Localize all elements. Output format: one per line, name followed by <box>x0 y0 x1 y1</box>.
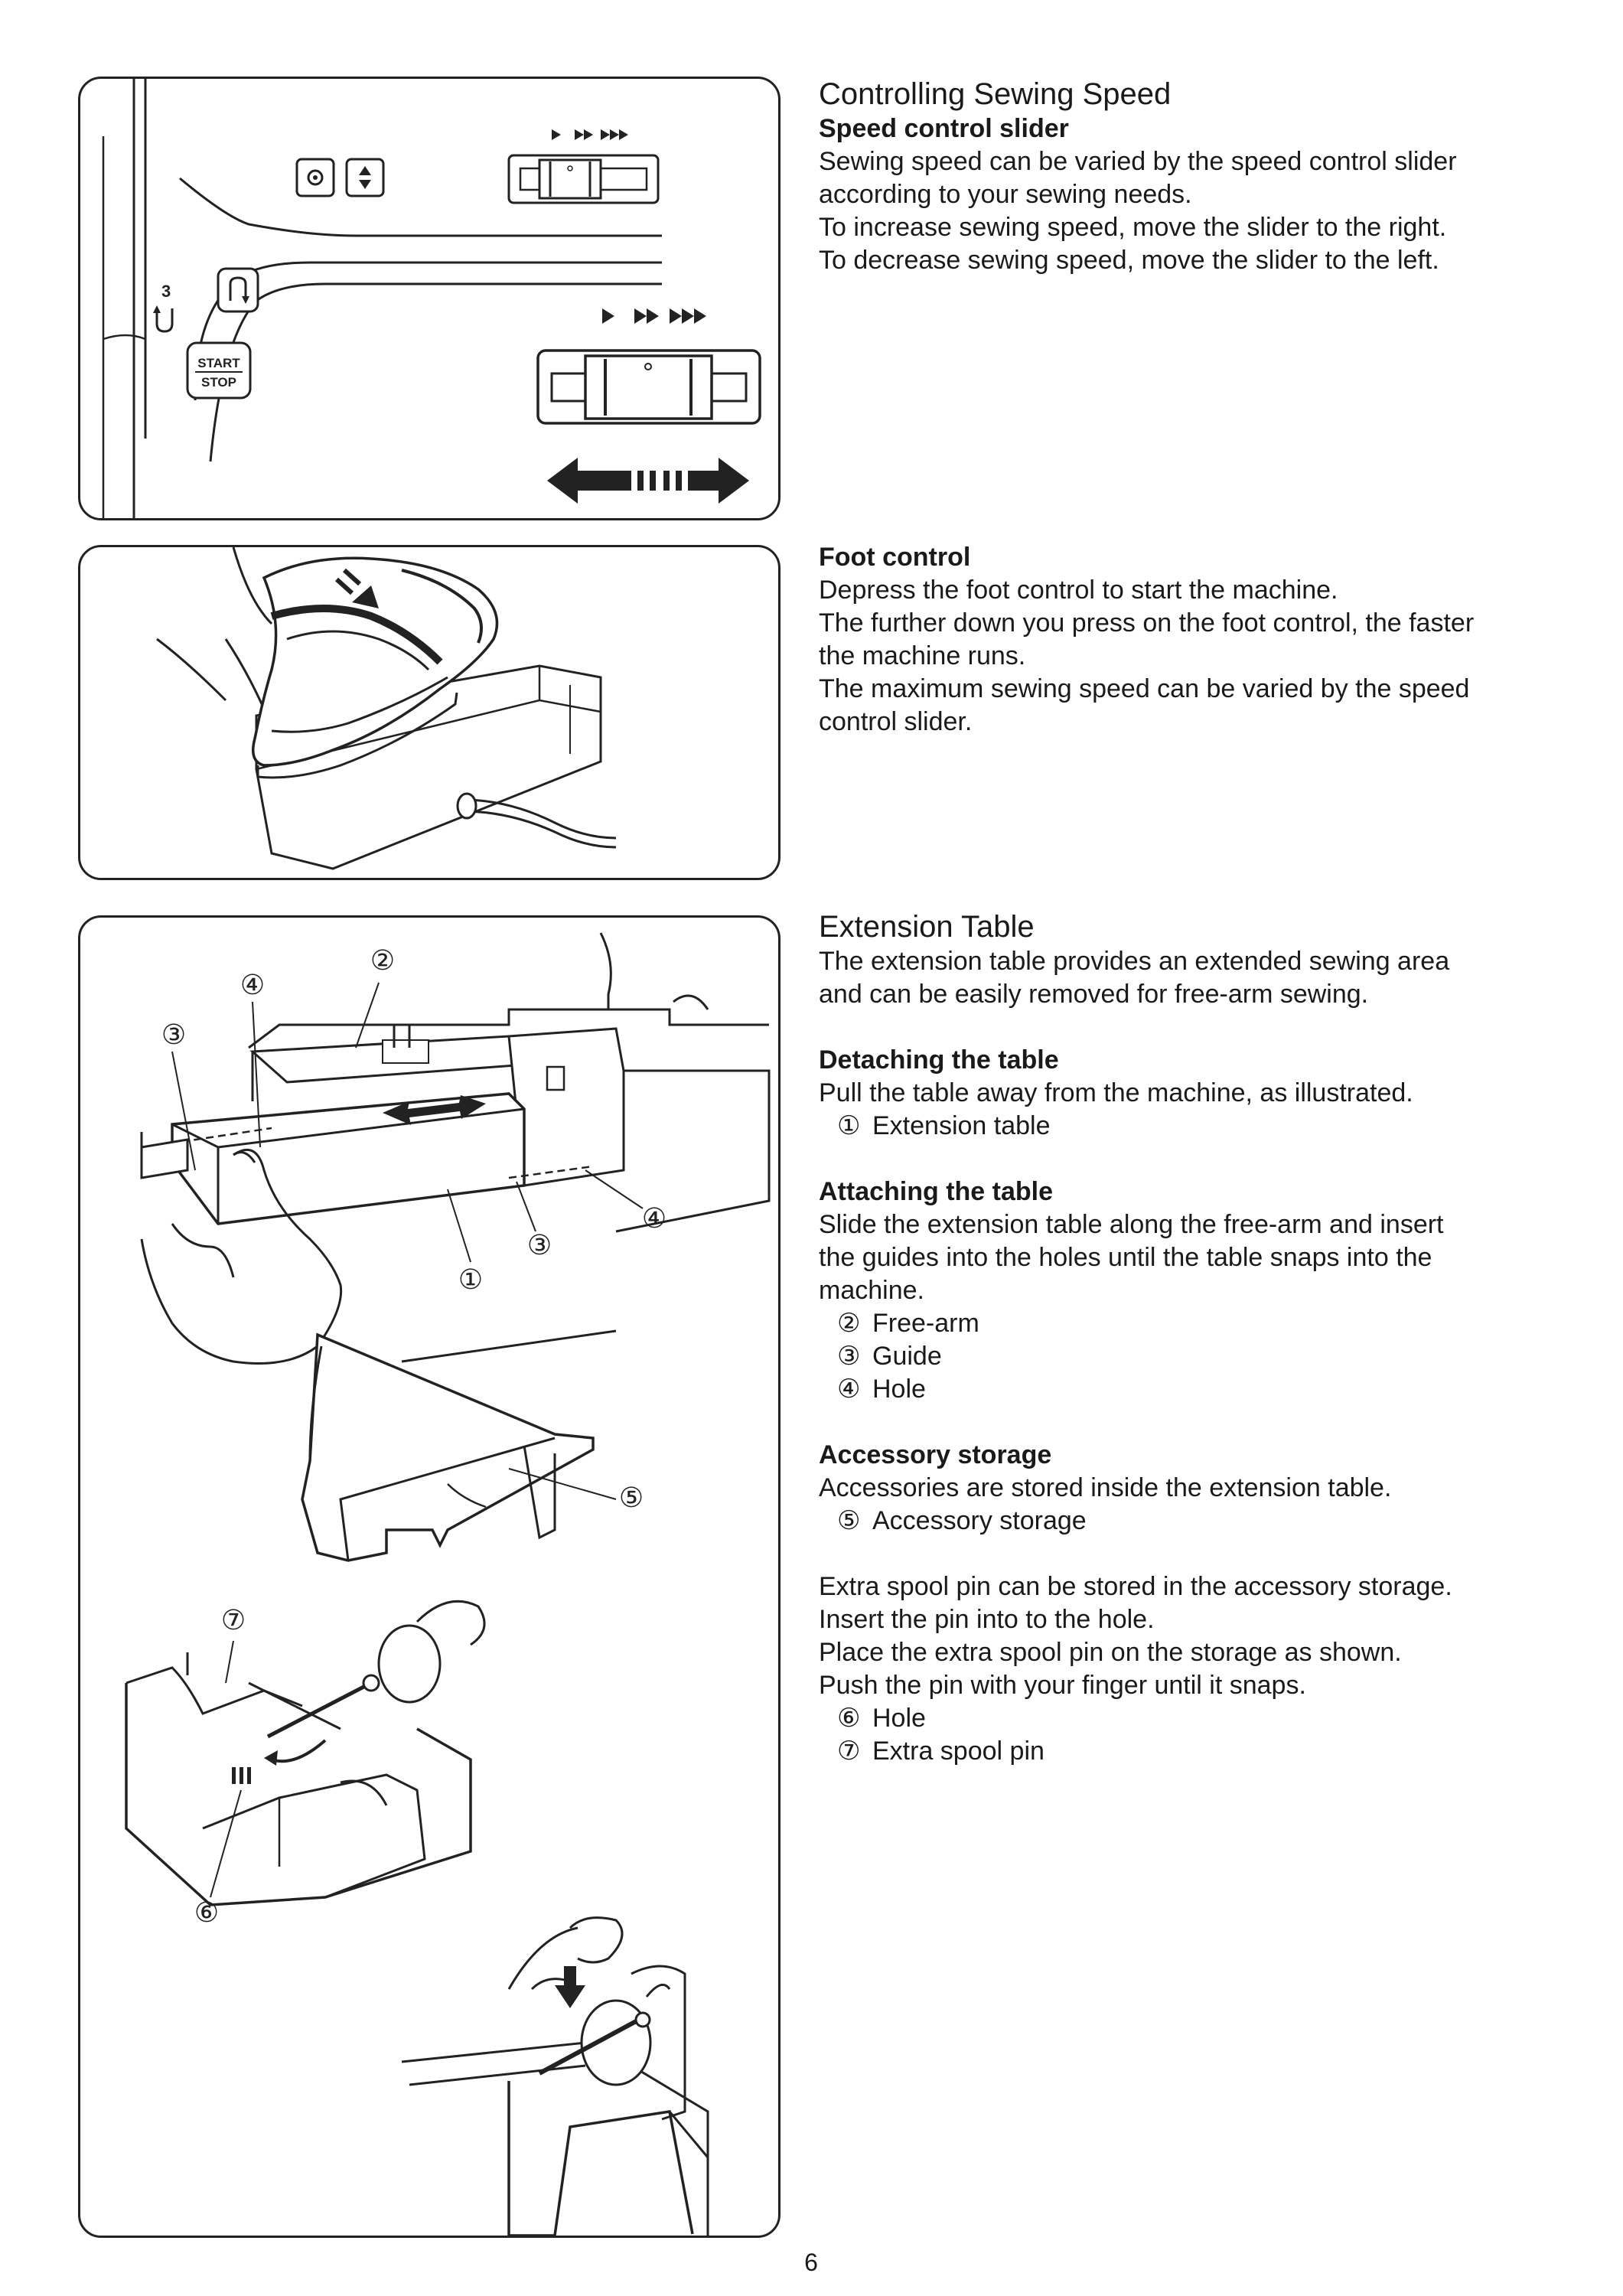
speed-line: To increase sewing speed, move the slide… <box>819 213 1447 242</box>
speed-section-subtitle: Speed control slider <box>819 114 1069 143</box>
item-label: Guide <box>872 1342 942 1371</box>
double-arrow-icon <box>547 458 749 504</box>
item-number: ② <box>837 1309 861 1338</box>
callout-2: ② <box>370 945 395 977</box>
start-label: START <box>197 356 240 370</box>
push-pin-figure <box>401 1916 709 2236</box>
extension-table-section: Extension Table The extension table prov… <box>819 909 1584 1768</box>
thread-number: 3 <box>161 282 171 301</box>
item-number: ⑦ <box>837 1737 861 1766</box>
storage-subtitle: Accessory storage <box>819 1440 1052 1469</box>
callout-6: ⑥ <box>194 1897 219 1929</box>
item-number: ③ <box>837 1342 861 1371</box>
spool-line: Insert the pin into to the hole. <box>819 1605 1155 1634</box>
spool-line: Push the pin with your finger until it s… <box>819 1671 1306 1700</box>
callout-1: ① <box>458 1264 483 1296</box>
speed-line: To decrease sewing speed, move the slide… <box>819 246 1439 275</box>
speed-line: Sewing speed can be varied by the speed … <box>819 147 1457 176</box>
item-label: Hole <box>872 1704 926 1733</box>
item-label: Hole <box>872 1375 926 1404</box>
large-speed-slider <box>536 349 761 425</box>
callout-4-bottom: ④ <box>642 1203 666 1234</box>
foot-line: control slider. <box>819 707 973 736</box>
list-item: ⑥ Hole <box>819 1702 1584 1735</box>
callout-3-top: ③ <box>161 1019 186 1051</box>
list-item: ④ Hole <box>819 1373 1584 1406</box>
presser-foot-detail <box>382 1025 429 1064</box>
foot-line: The further down you press on the foot c… <box>819 608 1475 638</box>
extension-table-drawing: ③ ④ ② ① ③ ④ ⑤ <box>125 932 771 2236</box>
speed-control-section: Controlling Sewing Speed Speed control s… <box>819 77 1584 277</box>
list-item: ② Free-arm <box>819 1307 1584 1340</box>
spool-line: Extra spool pin can be stored in the acc… <box>819 1572 1452 1601</box>
detaching-subtitle: Detaching the table <box>819 1045 1059 1075</box>
callout-3-bottom: ③ <box>527 1230 552 1261</box>
foot-control-drawing <box>156 547 617 870</box>
extension-table-illustration: ③ ④ ② ① ③ ④ ⑤ <box>78 915 781 2238</box>
stop-label: STOP <box>201 375 236 390</box>
list-item: ③ Guide <box>819 1340 1584 1373</box>
item-label: Accessory storage <box>872 1506 1087 1535</box>
item-number: ⑥ <box>837 1704 861 1733</box>
table-underside-figure: ⑤ <box>301 1332 644 1562</box>
press-arrow-icon <box>334 568 379 608</box>
small-speed-slider <box>507 154 660 204</box>
start-stop-button-illustration: START STOP <box>186 341 252 400</box>
speed-arrows-large-icon <box>602 308 706 324</box>
item-label: Extension table <box>872 1111 1051 1140</box>
foot-control-illustration <box>78 545 781 880</box>
needle-position-icon <box>295 158 335 197</box>
reverse-icon <box>217 267 259 313</box>
callout-5: ⑤ <box>619 1482 644 1514</box>
item-label: Extra spool pin <box>872 1737 1045 1766</box>
speed-control-drawing: 3 START STOP <box>102 79 761 518</box>
table-intro-line: The extension table provides an extended… <box>819 947 1450 976</box>
speed-control-illustration: 3 START STOP <box>78 77 781 520</box>
list-item: ① Extension table <box>819 1110 1584 1143</box>
spool-storage-figure: ⑦ ⑥ <box>125 1600 486 1929</box>
foot-control-section: Foot control Depress the foot control to… <box>819 541 1584 739</box>
hole-marker <box>232 1767 251 1784</box>
list-item: ⑦ Extra spool pin <box>819 1735 1584 1768</box>
attaching-line: Slide the extension table along the free… <box>819 1210 1444 1239</box>
detaching-line: Pull the table away from the machine, as… <box>819 1078 1413 1107</box>
item-number: ④ <box>837 1375 861 1404</box>
table-section-title: Extension Table <box>819 910 1035 944</box>
page-number: 6 <box>804 2249 818 2276</box>
speed-arrows-icon <box>552 129 628 140</box>
item-number: ⑤ <box>837 1506 861 1535</box>
list-item: ⑤ Accessory storage <box>819 1505 1584 1538</box>
thread-cutter-icon: 3 <box>153 282 174 333</box>
speed-line: according to your sewing needs. <box>819 180 1192 209</box>
foot-line: the machine runs. <box>819 641 1026 670</box>
needle-up-down-icon <box>345 158 385 197</box>
table-intro-line: and can be easily removed for free-arm s… <box>819 980 1369 1009</box>
attaching-subtitle: Attaching the table <box>819 1177 1054 1206</box>
item-label: Free-arm <box>872 1309 979 1338</box>
spool-line: Place the extra spool pin on the storage… <box>819 1638 1402 1667</box>
foot-line: Depress the foot control to start the ma… <box>819 576 1338 605</box>
attaching-line: the guides into the holes until the tabl… <box>819 1243 1432 1272</box>
pull-arrow-icon <box>383 1095 486 1125</box>
foot-line: The maximum sewing speed can be varied b… <box>819 674 1470 703</box>
callout-7: ⑦ <box>221 1605 246 1636</box>
speed-section-title: Controlling Sewing Speed <box>819 77 1172 111</box>
foot-section-subtitle: Foot control <box>819 543 971 572</box>
attaching-line: machine. <box>819 1276 924 1305</box>
item-number: ① <box>837 1111 861 1140</box>
callout-4-top: ④ <box>240 970 265 1001</box>
storage-line: Accessories are stored inside the extens… <box>819 1473 1392 1502</box>
